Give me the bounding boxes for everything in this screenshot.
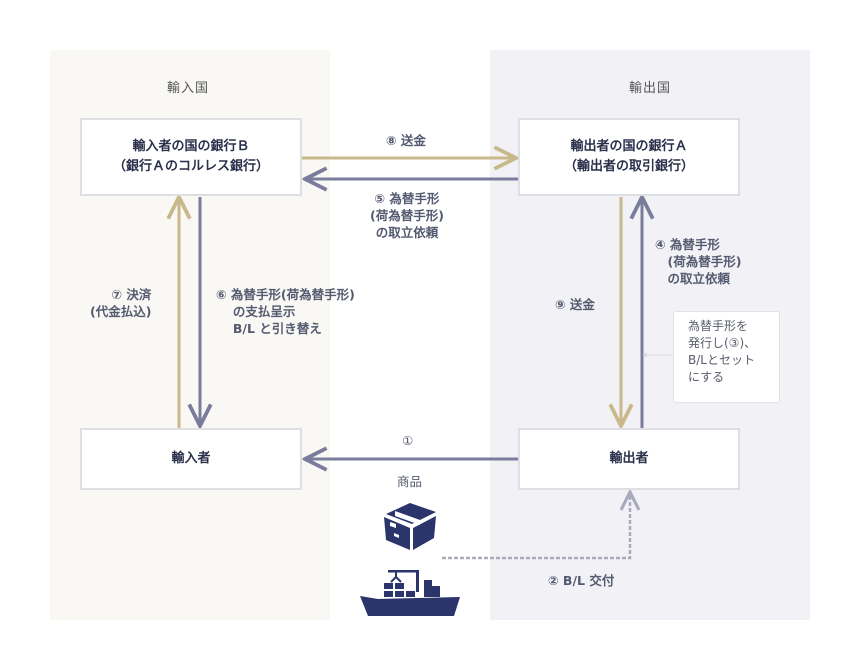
step1-label: ① [402, 433, 414, 448]
importer-label: 輸入者 [171, 451, 211, 466]
note-connector-dot [643, 353, 647, 357]
exporter-box: 輸出者 [518, 428, 740, 490]
bank-b-name: 輸入者の国の銀行Ｂ [132, 139, 250, 154]
bank-b-box: 輸入者の国の銀行Ｂ （銀行Ａのコルレス銀行） [80, 118, 302, 196]
ship-icon [360, 570, 460, 616]
bank-b-subtitle: （銀行Ａのコルレス銀行） [112, 159, 269, 174]
step8-label: ⑧ 送金 [386, 133, 426, 148]
bank-a-name: 輸出者の国の銀行Ａ [570, 139, 688, 154]
issue-draft-note: 為替手形を 発行し(③)、 B/Lとセット にする [673, 311, 780, 403]
goods-label: 商品 [397, 474, 423, 489]
bank-a-subtitle: （輸出者の取引銀行） [563, 159, 694, 174]
exporter-label: 輸出者 [609, 451, 649, 466]
importer-box: 輸入者 [80, 428, 302, 490]
arrow-step2 [442, 492, 630, 560]
package-icon [384, 503, 436, 550]
step7-label: ⑦ 決済 (代金払込) [90, 287, 152, 319]
step4-label: ④ 為替手形 (荷為替手形) の取立依頼 [655, 237, 742, 286]
step5-label: ⑤ 為替手形 (荷為替手形) の取立依頼 [370, 191, 444, 240]
bank-a-box: 輸出者の国の銀行Ａ （輸出者の取引銀行） [518, 118, 740, 196]
step9-label: ⑨ 送金 [555, 297, 595, 312]
import-country-title: 輸入国 [167, 81, 210, 96]
step2-label: ② B/L 交付 [548, 573, 615, 588]
export-country-title: 輸出国 [629, 81, 672, 96]
step6-label: ⑥ 為替手形(荷為替手形) の支払呈示 B/L と引き替え [216, 287, 355, 336]
